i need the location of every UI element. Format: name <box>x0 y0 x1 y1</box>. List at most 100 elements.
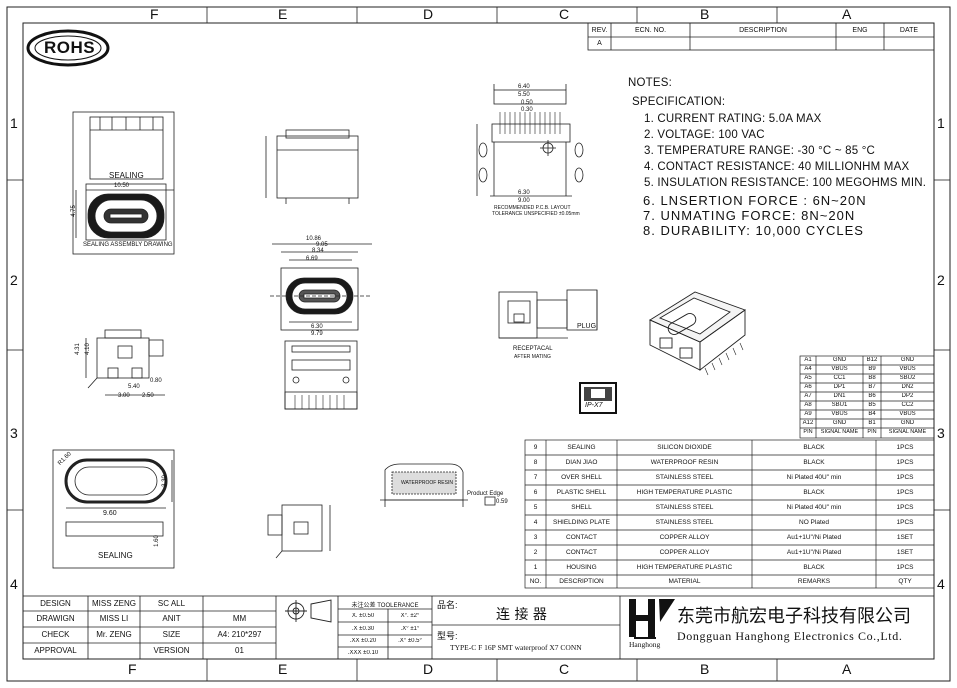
pin-table-header: PIN <box>867 429 877 435</box>
grid-col-label: B <box>700 6 710 22</box>
dim-label: 9.00 <box>518 198 530 204</box>
bom-cell: 8 <box>533 459 538 466</box>
bom-cell: Ni Plated 40U" min <box>786 504 842 511</box>
dim-label: 4.10 <box>84 343 91 355</box>
tolerance-angular: X°. ±2° <box>400 613 420 619</box>
model-label: 型号: <box>437 631 458 641</box>
dim-label: 0.30 <box>521 107 533 113</box>
grid-col-label: F <box>128 661 137 677</box>
bom-cell: 2 <box>533 549 538 556</box>
tolerance-title: 未注公差 TOOLERANCE <box>351 603 419 609</box>
grid-col-label: D <box>423 661 434 677</box>
ecn-header: ECN. NO. <box>634 27 667 34</box>
pin-table-cell: B7 <box>868 384 876 390</box>
grid-col-label: E <box>278 661 288 677</box>
check-value: Mr. ZENG <box>96 630 132 639</box>
bom-header: NO. <box>529 578 542 585</box>
bom-cell: PLASTIC SHELL <box>556 489 607 496</box>
pin-table-cell: B12 <box>866 357 878 363</box>
tolerance-linear: .X ±0.30 <box>351 626 375 632</box>
bom-cell: NO Plated <box>799 519 829 526</box>
bom-cell: SILICON DIOXIDE <box>657 444 712 451</box>
bom-cell: BLACK <box>803 444 825 451</box>
date-header: DATE <box>899 27 919 34</box>
spec-item: 3. TEMPERATURE RANGE: -30 °C ~ 85 °C <box>644 145 876 157</box>
pin-table-cell: DP2 <box>901 393 914 399</box>
pin-table-cell: B8 <box>868 375 876 381</box>
pin-table-cell: B6 <box>868 393 876 399</box>
ipx7-icon: IP-X7 <box>585 402 603 409</box>
bom-cell: 6 <box>533 489 538 496</box>
pin-table-cell: CC1 <box>833 375 846 381</box>
grid-col-label: F <box>150 6 159 22</box>
pin-table-cell: GND <box>832 420 847 426</box>
pin-table-cell: A4 <box>804 366 812 372</box>
drawing-value: MISS LI <box>99 614 129 623</box>
pin-table-cell: GND <box>900 357 915 363</box>
pin-table-cell: B5 <box>868 402 876 408</box>
grid-row-label: 3 <box>10 425 18 441</box>
pin-table-cell: CC2 <box>901 402 914 408</box>
dim-label: 10.50 <box>114 183 130 189</box>
dim-label: 9.60 <box>103 510 117 517</box>
design-label: DESIGN <box>40 599 71 608</box>
bom-cell: COPPER ALLOY <box>659 534 710 541</box>
pin-table-header: SIGNAL NAME <box>820 429 859 435</box>
pin-table-cell: DP1 <box>833 384 846 390</box>
bom-cell: HIGH TEMPERATURE PLASTIC <box>636 564 733 571</box>
sealing-assembly-label: SEALING ASSEMBLY DRAWING <box>83 242 173 248</box>
dim-label: 3.00 <box>118 393 130 399</box>
bom-cell: SHIELDING PLATE <box>553 519 610 526</box>
product-edge-label: Product Edge <box>467 491 504 497</box>
eng-header: ENG <box>852 27 868 34</box>
after-mating-label: AFTER MATING <box>514 354 551 360</box>
pin-table-cell: A7 <box>804 393 812 399</box>
bom-cell: 7 <box>533 474 538 481</box>
waterproof-resin-label: WATERPROOF RESIN <box>401 480 453 486</box>
design-value: MISS ZENG <box>91 599 136 608</box>
grid-row-label: 2 <box>937 272 945 288</box>
bom-cell: 3 <box>533 534 538 541</box>
dim-label: 3.30 <box>161 475 168 487</box>
company-name-en: Dongguan Hanghong Electronics Co.,Ltd. <box>677 629 903 643</box>
bom-cell: Ni Plated 40U" min <box>786 474 842 481</box>
rev-value: A <box>597 40 602 47</box>
grid-row-label: 1 <box>10 115 18 131</box>
dim-label: 10.86 <box>306 236 322 242</box>
grid-col-label: A <box>842 661 852 677</box>
bom-cell: STAINLESS STEEL <box>655 474 714 481</box>
dim-label: 9.79 <box>311 331 323 337</box>
description-header: DESCRIPTION <box>739 27 787 34</box>
grid-col-label: A <box>842 6 852 22</box>
bom-cell: HOUSING <box>566 564 597 571</box>
bom-header: MATERIAL <box>668 578 701 585</box>
pin-table-cell: GND <box>900 420 915 426</box>
bom-cell: BLACK <box>803 564 825 571</box>
receptacal-label: RECEPTACAL <box>513 346 553 352</box>
dim-label: 5.40 <box>128 384 140 390</box>
spec-item: 8. DURABILITY: 10,000 CYCLES <box>643 223 864 238</box>
bom-cell: HIGH TEMPERATURE PLASTIC <box>636 489 733 496</box>
sealing-label: SEALING <box>109 171 144 180</box>
brand-logo-text: Hanghong <box>629 640 661 649</box>
grid-col-label: C <box>559 661 570 677</box>
pcb-layout-label: RECOMMENDED P.C.B. LAYOUT <box>494 205 571 211</box>
spec-item: 7. UNMATING FORCE: 8N~20N <box>643 208 856 223</box>
bom-cell: 1 <box>533 564 538 571</box>
grid-row-label: 1 <box>937 115 945 131</box>
unit-value: MM <box>232 614 247 623</box>
pin-table-header: PIN <box>803 429 813 435</box>
tolerance-angular: .X° ±1° <box>400 626 420 632</box>
grid-row-label: 4 <box>10 576 18 592</box>
spec-item: 1. CURRENT RATING: 5.0A MAX <box>644 113 822 125</box>
bom-cell: 1PCS <box>896 504 914 511</box>
sealing-ring-label: SEALING <box>98 551 133 560</box>
bom-cell: WATERPROOF RESIN <box>650 459 719 466</box>
grid-row-label: 3 <box>937 425 945 441</box>
drawing-label: DRAWIGN <box>36 614 75 623</box>
grid-col-label: C <box>559 6 570 22</box>
bom-header: REMARKS <box>797 578 831 585</box>
grid-col-label: D <box>423 6 434 22</box>
bom-header: DESCRIPTION <box>559 578 604 585</box>
